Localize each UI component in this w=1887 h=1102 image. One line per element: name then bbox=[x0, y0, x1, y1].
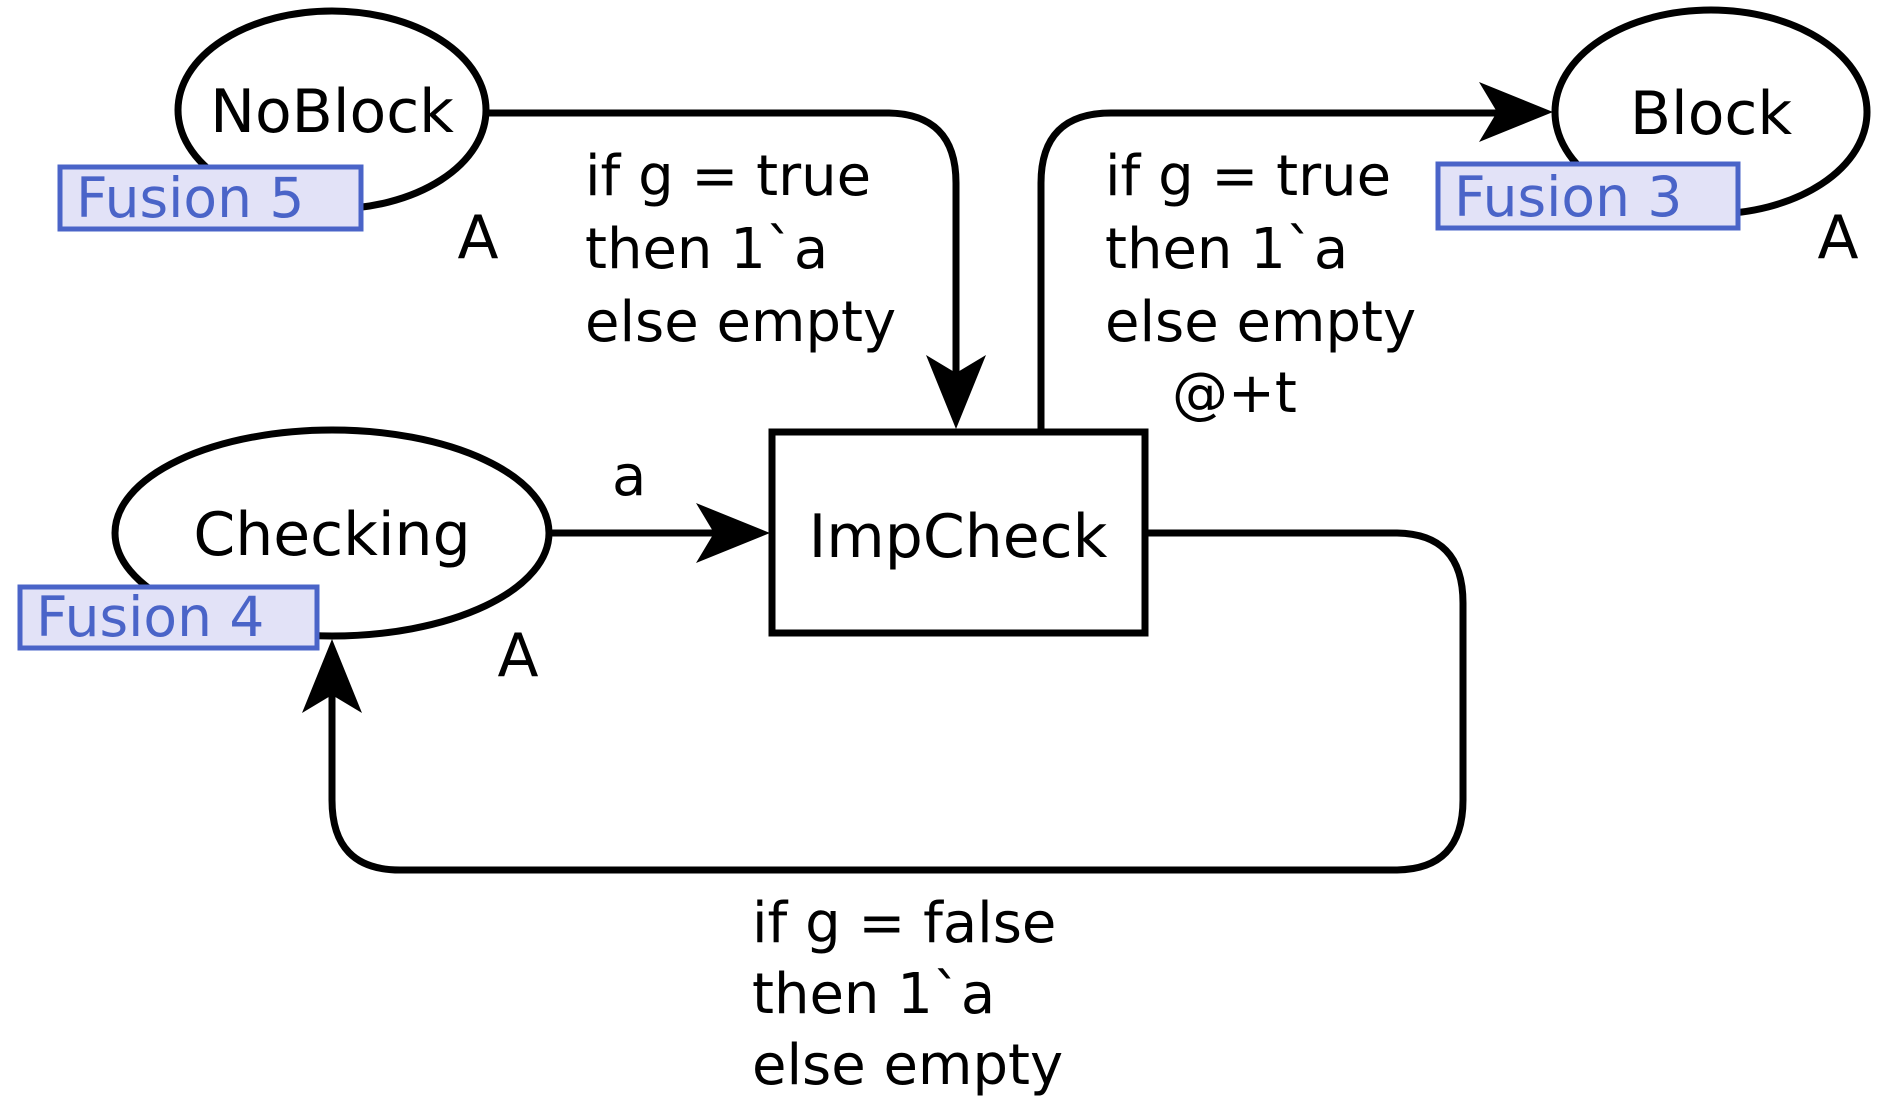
arc-noblock-to-impcheck bbox=[478, 109, 960, 418]
arrowhead-into-block bbox=[1479, 82, 1553, 142]
fusion-tag-box-checking bbox=[17, 584, 320, 651]
inscription-checking-to-impcheck: a bbox=[612, 444, 646, 509]
inscription-line: @+t bbox=[1172, 361, 1297, 426]
fusion-tag-noblock: Fusion 5 bbox=[57, 164, 364, 232]
colorset-label-checking: A bbox=[497, 621, 538, 691]
fusion-tag-label-checking: Fusion 4 bbox=[36, 585, 264, 649]
fusion-tag-label-noblock: Fusion 5 bbox=[76, 166, 304, 230]
inscription-line: a bbox=[612, 444, 646, 509]
place-label-block: Block bbox=[1630, 79, 1793, 149]
fusion-tag-block: Fusion 3 bbox=[1435, 161, 1741, 231]
inscription-line: then 1`a bbox=[585, 217, 828, 282]
inscription-line: then 1`a bbox=[1105, 217, 1348, 282]
transition-label-impcheck: ImpCheck bbox=[809, 502, 1108, 572]
inscription-line: then 1`a bbox=[752, 962, 995, 1027]
place-label-noblock: NoBlock bbox=[210, 77, 454, 147]
fusion-tag-box-block bbox=[1435, 161, 1741, 231]
fusion-tag-box-noblock bbox=[57, 164, 364, 232]
inscription-impcheck-to-block: if g = true then 1`a else empty @+t bbox=[1105, 144, 1416, 426]
arc-impcheck-to-block bbox=[1037, 109, 1540, 440]
inscription-line: if g = true bbox=[1105, 144, 1391, 209]
inscription-line: if g = true bbox=[585, 144, 871, 209]
arrowhead-into-impcheck-top bbox=[926, 355, 986, 429]
arrowhead-into-checking bbox=[302, 639, 362, 713]
inscription-impcheck-to-checking: if g = false then 1`a else empty bbox=[752, 891, 1063, 1098]
colorset-label-block: A bbox=[1817, 203, 1858, 273]
inscription-line: else empty bbox=[1105, 290, 1416, 355]
arc-impcheck-to-checking bbox=[328, 529, 1467, 874]
arrowhead-into-impcheck-left bbox=[696, 503, 770, 563]
inscription-noblock-to-impcheck: if g = true then 1`a else empty bbox=[585, 144, 896, 355]
transition-impcheck bbox=[768, 428, 1149, 637]
fusion-tag-checking: Fusion 4 bbox=[17, 584, 320, 651]
inscription-line: if g = false bbox=[752, 891, 1056, 956]
inscription-line: else empty bbox=[585, 290, 896, 355]
inscription-line: else empty bbox=[752, 1033, 1063, 1098]
place-label-checking: Checking bbox=[193, 500, 470, 570]
fusion-tag-label-block: Fusion 3 bbox=[1454, 165, 1682, 229]
colorset-label-noblock: A bbox=[457, 203, 498, 273]
